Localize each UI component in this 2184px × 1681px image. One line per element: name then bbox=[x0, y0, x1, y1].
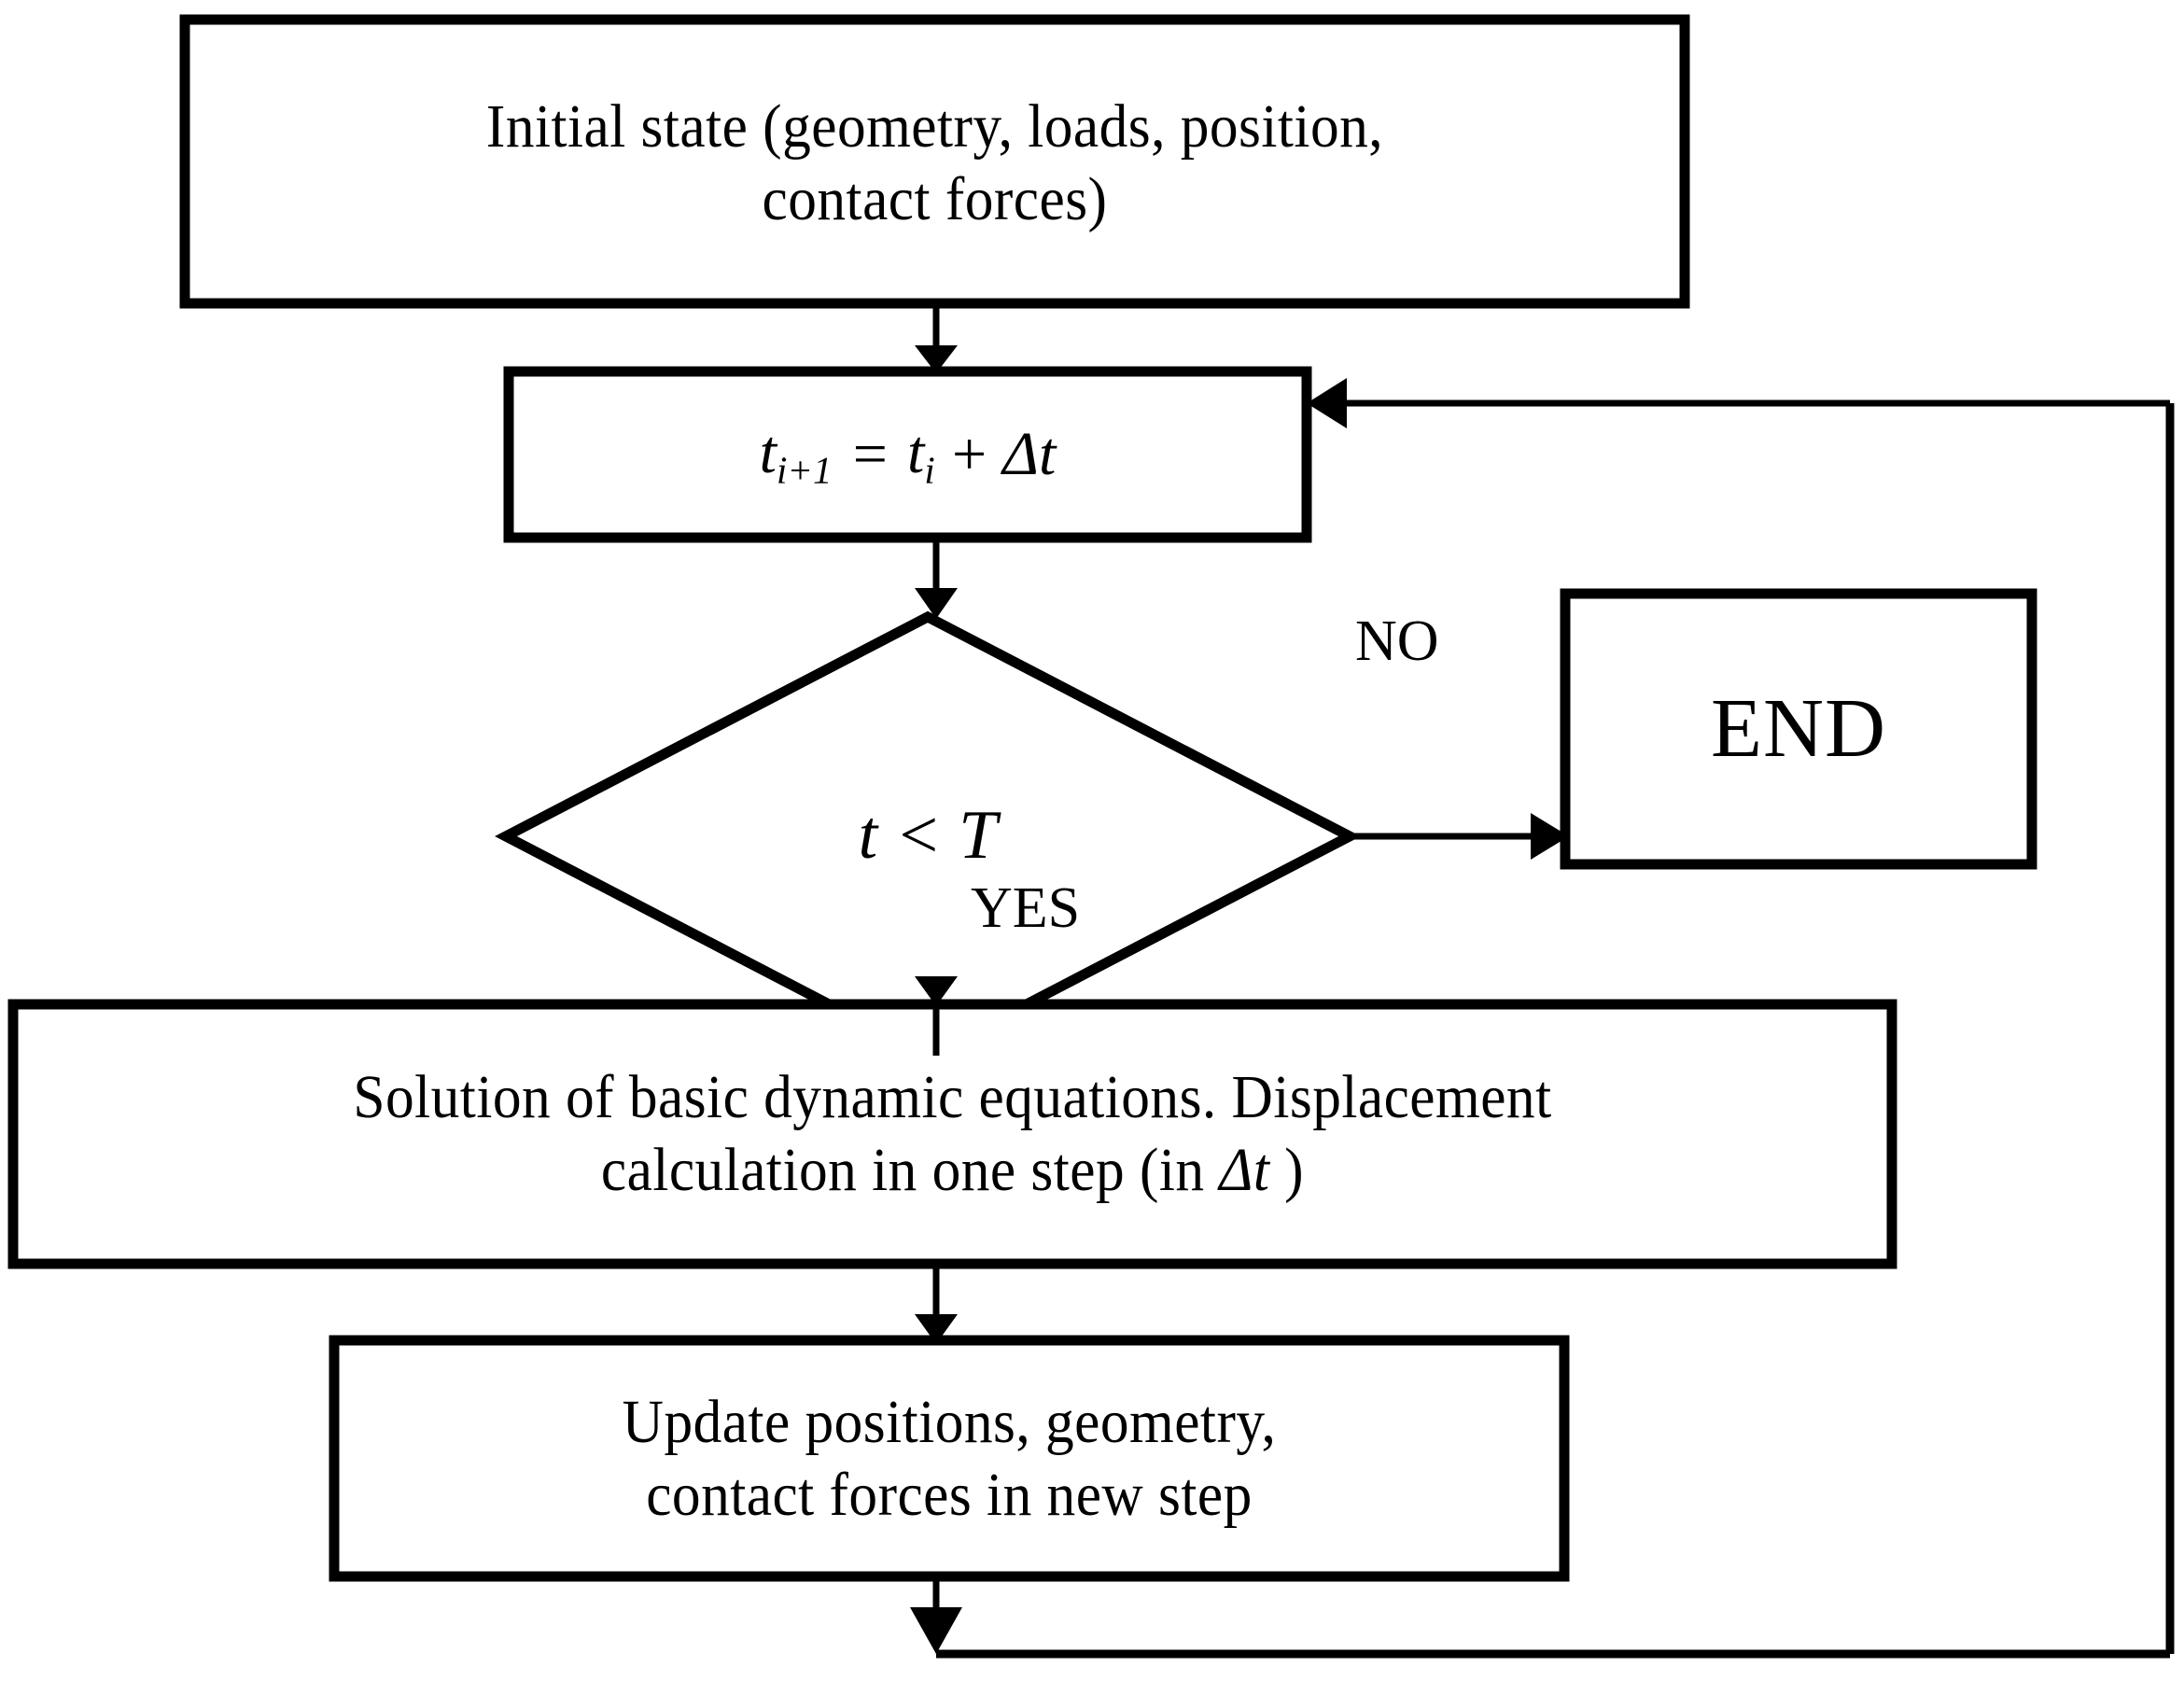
edge-label-no: NO bbox=[1355, 609, 1439, 674]
solve-dynamics-line2: calculation in one step (in Δt ) bbox=[600, 1136, 1305, 1204]
node-time-check-label: t < T bbox=[858, 797, 998, 875]
edge-decision-to-end-no bbox=[1350, 813, 1569, 860]
node-solve-dynamics-shape[interactable] bbox=[7, 999, 1897, 1269]
node-initial-state-shape[interactable] bbox=[179, 14, 1690, 309]
node-solve-dynamics-label: Solution of basic dynamic equations. Dis… bbox=[78, 1004, 1826, 1264]
node-initial-state-label: Initial state (geometry, loads, position… bbox=[485, 92, 1384, 233]
equation-delta-t: Δt bbox=[1002, 420, 1057, 489]
edge-label-yes: YES bbox=[971, 876, 1081, 941]
equation-plus: + bbox=[947, 420, 990, 489]
node-update-state-shape[interactable] bbox=[329, 1335, 1570, 1582]
node-end-label: END bbox=[1711, 681, 1886, 775]
delta-t-inline: Δt bbox=[1219, 1136, 1270, 1204]
node-time-increment-label: ti+1 = ti + Δt bbox=[509, 371, 1307, 538]
equation-rhs-t: ti bbox=[906, 417, 935, 492]
edge-decision-to-solve-yes bbox=[915, 976, 958, 1056]
equation-lhs: ti+1 bbox=[759, 417, 833, 492]
equation-equals: = bbox=[848, 420, 890, 489]
node-update-state-label: Update positions, geometry, contact forc… bbox=[622, 1387, 1277, 1529]
edge-update-to-increment-feedback bbox=[910, 378, 2175, 1659]
node-end-shape[interactable] bbox=[1560, 588, 2037, 870]
edge-solve-to-update bbox=[915, 1264, 958, 1344]
node-time-increment-shape[interactable] bbox=[503, 366, 1312, 543]
solve-dynamics-line1: Solution of basic dynamic equations. Dis… bbox=[353, 1063, 1552, 1132]
edge-increment-to-decision bbox=[915, 538, 958, 619]
edge-initial-to-increment bbox=[915, 303, 958, 373]
